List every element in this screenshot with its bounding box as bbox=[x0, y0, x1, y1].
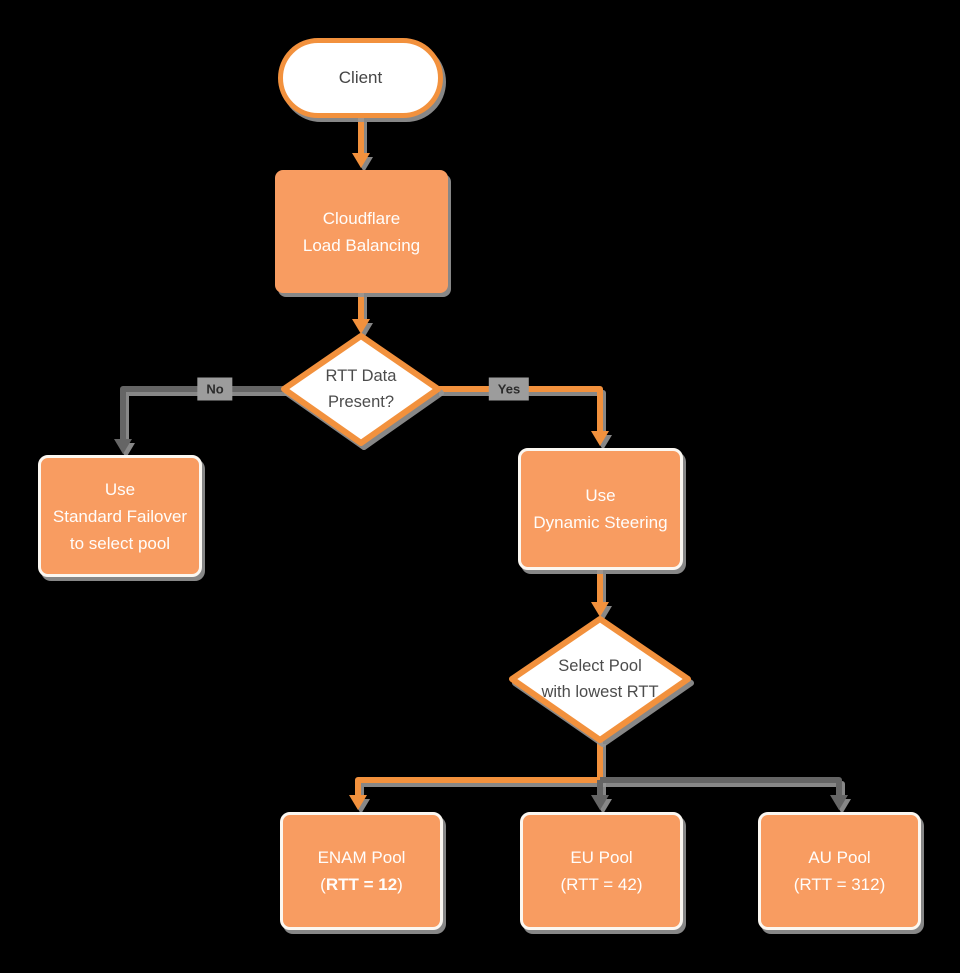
node-au-pool: AU Pool (RTT = 312) bbox=[758, 812, 921, 930]
node-au-pool-line2: (RTT = 312) bbox=[793, 875, 886, 894]
node-enam-pool-line2: (RTT = 12) bbox=[320, 871, 403, 898]
decision-rtt-data-present-shape bbox=[281, 333, 441, 446]
arrowhead-down-icon bbox=[591, 602, 609, 617]
node-standard-failover: Use Standard Failover to select pool bbox=[38, 455, 202, 577]
node-eu-pool-line2: (RTT = 42) bbox=[560, 875, 643, 894]
arrowhead-down-icon bbox=[114, 439, 132, 454]
node-client: Client bbox=[278, 38, 443, 118]
node-client-label: Client bbox=[338, 68, 383, 87]
node-standard-failover-label: Use Standard Failover to select pool bbox=[52, 479, 188, 553]
node-load-balancing-label: Cloudflare Load Balancing bbox=[302, 208, 421, 255]
edge-load-balancing-to-rtt-decision bbox=[352, 293, 370, 334]
node-enam-pool: ENAM Pool (RTT = 12) bbox=[280, 812, 443, 930]
edge-label-yes: Yes bbox=[488, 377, 530, 401]
edge-select-pool-to-au-pool bbox=[600, 777, 848, 810]
arrowhead-down-icon bbox=[352, 153, 370, 168]
enam-paren-close: ) bbox=[397, 875, 403, 894]
node-au-pool-line1: AU Pool bbox=[808, 848, 871, 867]
arrowhead-down-icon bbox=[591, 795, 609, 810]
edge-label-no: No bbox=[197, 377, 233, 401]
arrowhead-down-icon bbox=[352, 319, 370, 334]
arrowhead-down-icon bbox=[349, 795, 367, 810]
node-dynamic-steering-label: Use Dynamic Steering bbox=[533, 486, 668, 532]
enam-rtt-value: RTT = 12 bbox=[325, 875, 398, 894]
decision-select-pool-shape bbox=[509, 616, 691, 743]
node-dynamic-steering: Use Dynamic Steering bbox=[518, 448, 683, 570]
enam-paren-open: ( bbox=[320, 875, 326, 894]
edge-select-pool-to-enam-pool bbox=[349, 740, 603, 810]
node-load-balancing: Cloudflare Load Balancing bbox=[275, 170, 448, 293]
edge-client-to-load-balancing bbox=[352, 118, 370, 168]
arrowhead-down-icon bbox=[591, 431, 609, 446]
decision-select-pool-label: Select Pool with lowest RTT bbox=[541, 657, 659, 701]
edge-select-pool-to-eu-pool bbox=[591, 780, 609, 810]
node-enam-pool-line1: ENAM Pool bbox=[317, 848, 406, 867]
arrowhead-down-icon bbox=[830, 795, 848, 810]
node-eu-pool: EU Pool (RTT = 42) bbox=[520, 812, 683, 930]
decision-rtt-data-present-label: RTT Data Present? bbox=[325, 367, 397, 411]
edge-dynamic-steering-to-select-pool bbox=[591, 570, 609, 617]
node-eu-pool-line1: EU Pool bbox=[570, 848, 633, 867]
